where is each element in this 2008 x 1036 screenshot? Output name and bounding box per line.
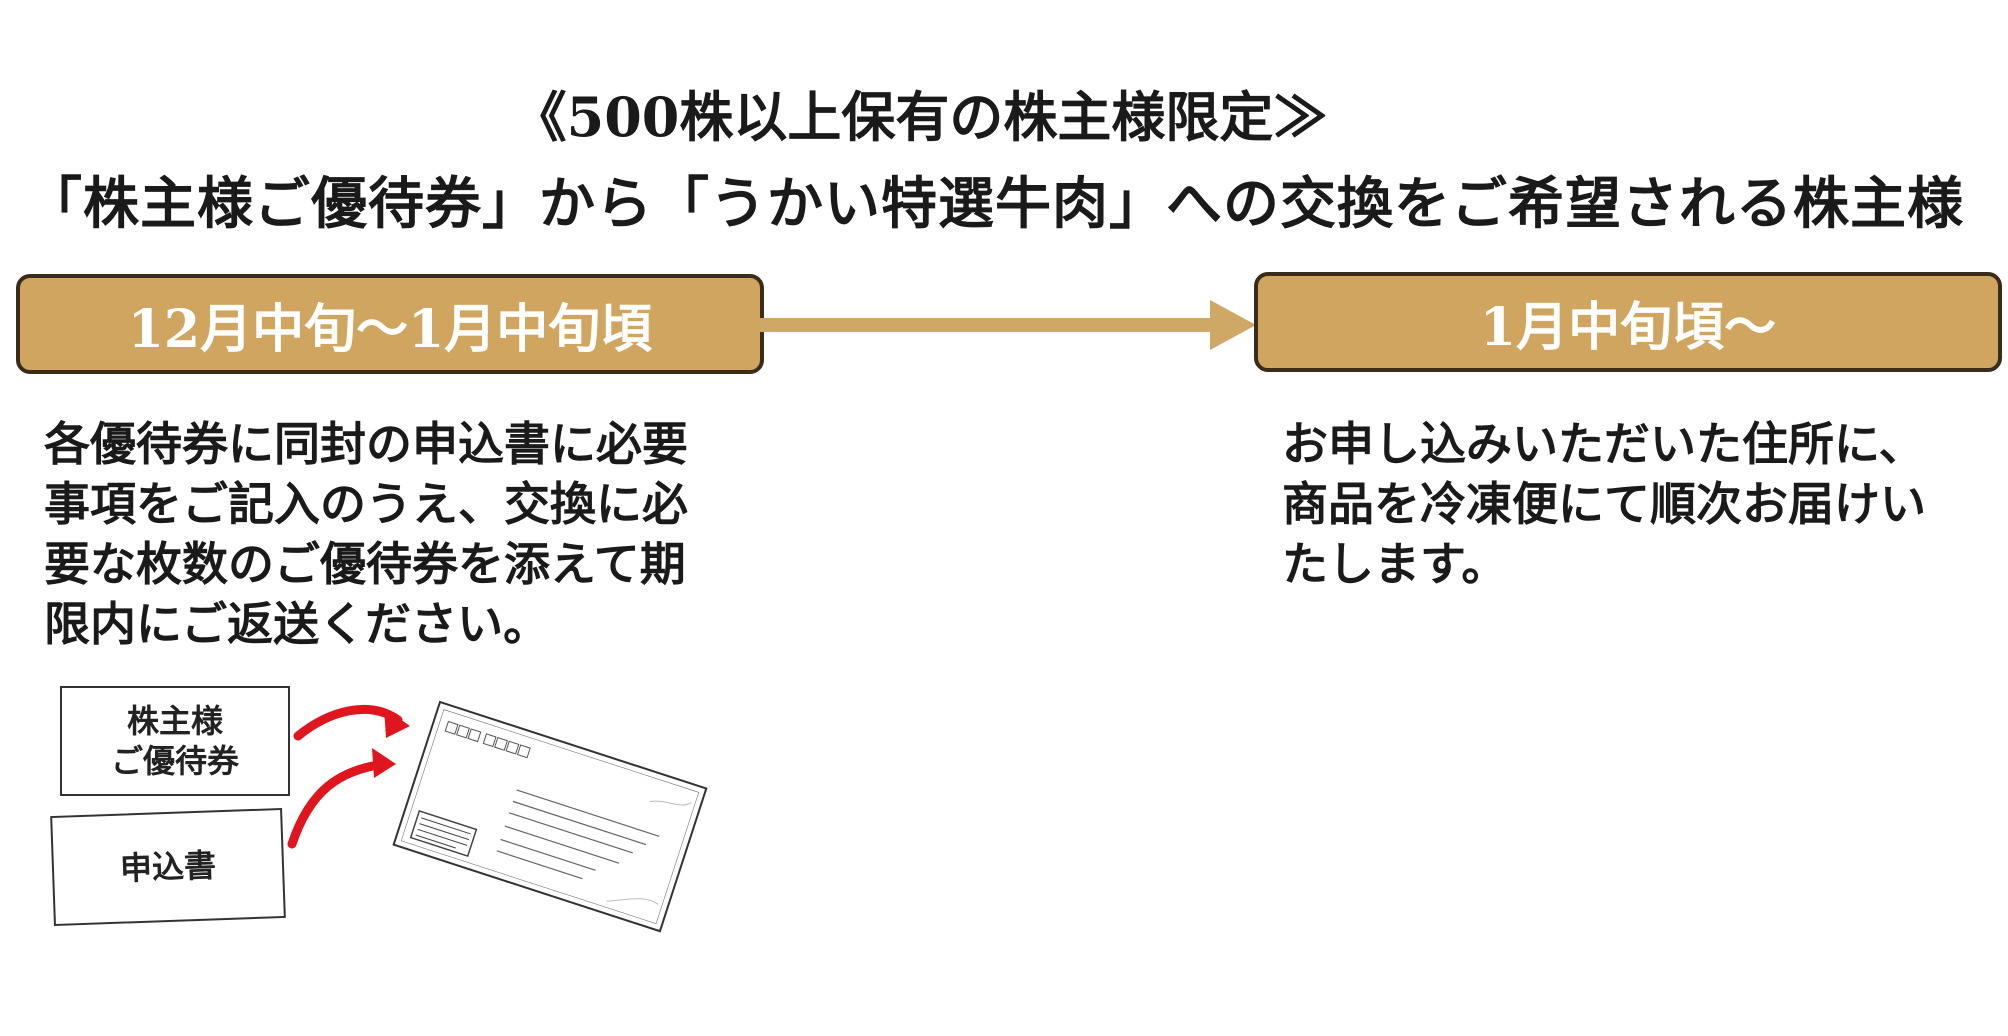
description-line: お申し込みいただいた住所に、	[1282, 417, 1925, 471]
description-line: 事項をご記入のうえ、交換に必	[44, 477, 688, 531]
red-arrow-icon	[287, 759, 389, 849]
envelope-icon	[392, 700, 708, 933]
description-line: 限内にご返送ください。	[44, 597, 550, 651]
title-line-2: 「株主様ご優待券」から「うかい特選牛肉」への交換をご希望される株主様	[26, 171, 1964, 237]
coupon-label-line-1: 株主様	[126, 702, 223, 740]
stage-label-1: 12月中旬～1月中旬頃	[127, 298, 653, 360]
description-line: 要な枚数のご優待券を添えて期	[44, 537, 686, 591]
description-line: 商品を冷凍便にて順次お届けい	[1282, 477, 1926, 531]
stage-box-2: 1月中旬頃～	[1254, 272, 2002, 372]
step-2-description: お申し込みいただいた住所に、 商品を冷凍便にて順次お届けい たします。	[1282, 414, 1982, 594]
red-arrowhead-icon	[372, 748, 396, 778]
red-arrow-icon	[293, 704, 403, 741]
stage-box-1: 12月中旬～1月中旬頃	[16, 274, 764, 374]
red-arrowhead-icon	[384, 708, 410, 738]
envelope-illustration	[287, 700, 708, 933]
application-form-card: 申込書	[50, 807, 286, 927]
title-line-1: 《500株以上保有の株主様限定≫	[512, 85, 1328, 149]
step-1-description: 各優待券に同封の申込書に必要 事項をご記入のうえ、交換に必 要な枚数のご優待券を…	[44, 414, 744, 654]
coupon-card: 株主様 ご優待券	[60, 686, 290, 796]
coupon-label-line-2: ご優待券	[110, 742, 239, 780]
flow-arrow-icon	[760, 300, 1256, 350]
stage-label-2: 1月中旬頃～	[1479, 296, 1777, 358]
description-line: 各優待券に同封の申込書に必要	[44, 417, 688, 471]
form-label: 申込書	[119, 846, 217, 888]
description-line: たします。	[1282, 537, 1508, 591]
